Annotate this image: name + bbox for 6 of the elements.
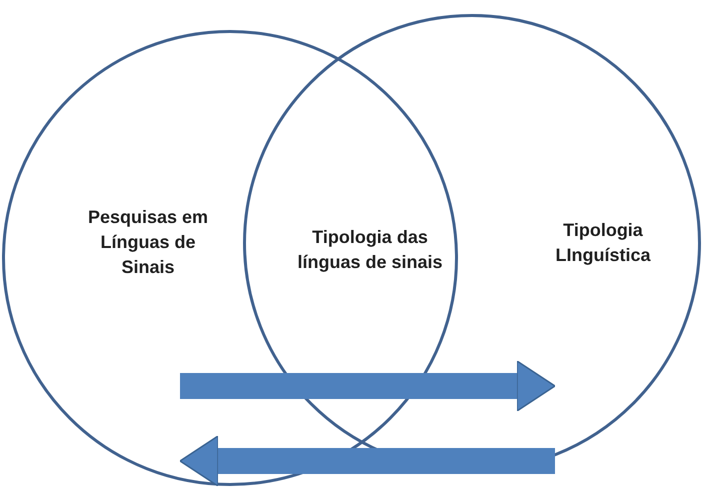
venn-circle xyxy=(2,30,458,486)
block-arrow xyxy=(180,360,556,412)
block-arrow xyxy=(179,435,555,487)
circle-label: Tipologia das línguas de sinais xyxy=(296,226,444,274)
circle-label: Tipologia LInguística xyxy=(554,218,652,267)
circle-label: Pesquisas em Línguas de Sinais xyxy=(86,206,210,280)
